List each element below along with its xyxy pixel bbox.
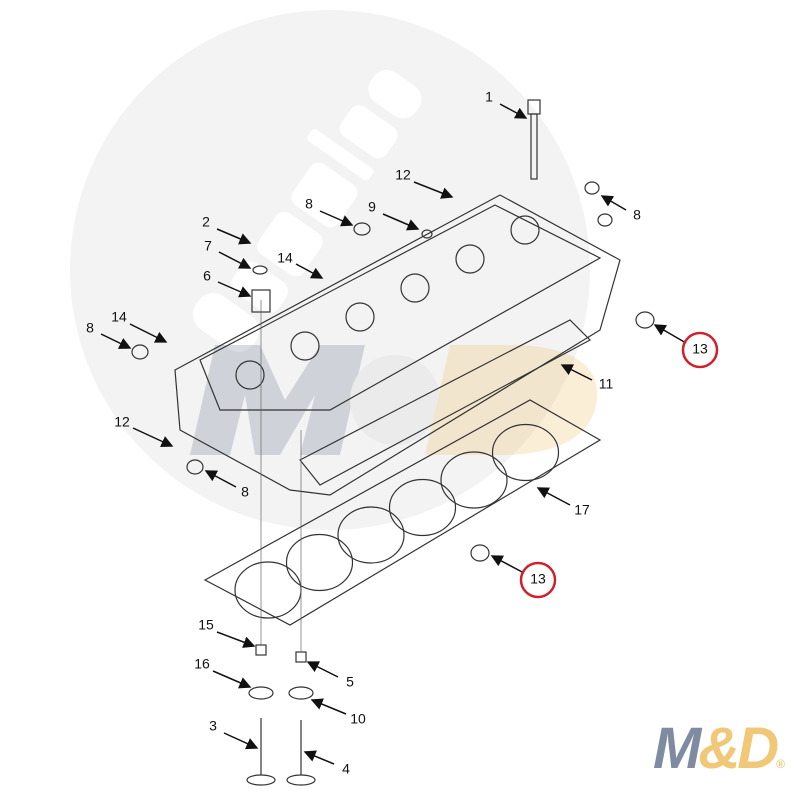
callout-14: 14 — [111, 309, 168, 343]
cylinder-head — [174, 194, 621, 496]
callout-label: 3 — [209, 718, 217, 734]
callout-11: 11 — [560, 364, 614, 392]
callout-13: 13 — [653, 324, 719, 369]
callout-label: 8 — [633, 207, 641, 223]
leader-arrow — [536, 487, 571, 506]
leader-arrow — [653, 324, 687, 344]
leader-arrow — [303, 750, 335, 765]
cylinder-bore — [337, 506, 405, 564]
leader-arrow — [132, 427, 174, 448]
leader-arrow — [217, 281, 252, 298]
cylinder-bore — [440, 451, 508, 509]
callout-7: 7 — [204, 238, 252, 269]
callout-15: 15 — [198, 617, 256, 648]
head-bolt — [527, 99, 541, 180]
cylinder-bore — [285, 533, 354, 592]
callout-label: 12 — [395, 167, 411, 183]
head-gasket — [203, 399, 602, 626]
callout-label: 8 — [86, 320, 94, 336]
leader-arrow — [382, 213, 420, 231]
callout-label: 12 — [114, 414, 130, 430]
callout-14: 14 — [277, 250, 324, 279]
registered-mark: ® — [776, 757, 785, 771]
valve-pocket — [455, 244, 485, 274]
leader-arrow — [600, 195, 627, 211]
callout-8: 8 — [600, 195, 641, 223]
callout-labels: 1 12 8 9 8 2 7 14 6 14 8 13 11 12 8 17 13 15 5 16 10 3 4 — [86, 89, 719, 777]
valve-pocket — [510, 215, 540, 245]
callout-1: 1 — [485, 89, 528, 119]
callout-6: 6 — [203, 268, 252, 298]
callout-12: 12 — [395, 167, 454, 199]
callout-label: 17 — [574, 502, 590, 518]
cylinder-bore — [388, 478, 457, 537]
callout-label: 7 — [204, 238, 212, 254]
callout-label: 15 — [198, 617, 214, 633]
leader-arrow — [223, 732, 259, 750]
cummins-watermark — [70, 10, 590, 530]
cylinder-bore — [234, 561, 302, 619]
leader-arrow — [310, 698, 347, 715]
valve-pocket — [345, 302, 375, 332]
leader-arrow — [212, 670, 252, 689]
callout-3: 3 — [209, 718, 259, 750]
callout-label: 13 — [692, 341, 708, 357]
leader-arrow — [560, 364, 593, 381]
leader-arrow — [216, 228, 252, 245]
callout-label: 2 — [202, 214, 210, 230]
callout-label: 8 — [305, 196, 313, 212]
leader-arrow — [490, 555, 525, 574]
callout-13: 13 — [490, 555, 557, 599]
leader-arrow — [100, 333, 132, 349]
callout-4: 4 — [303, 750, 350, 777]
callout-label: 10 — [350, 711, 366, 727]
callout-8: 8 — [305, 196, 354, 227]
valve-pocket — [235, 360, 265, 390]
highlight-circle — [681, 331, 719, 369]
callout-5: 5 — [306, 661, 354, 690]
callout-label: 5 — [346, 674, 354, 690]
callout-8: 8 — [86, 320, 132, 349]
callout-label: 4 — [342, 761, 350, 777]
leader-arrow — [413, 181, 454, 199]
callout-9: 9 — [368, 199, 420, 231]
callout-12: 12 — [114, 414, 174, 448]
leader-arrow — [499, 103, 528, 119]
leader-arrow — [216, 631, 256, 648]
callout-label: 8 — [241, 484, 249, 500]
cylinder-bore — [491, 423, 560, 482]
callout-label: 13 — [530, 571, 546, 587]
cummins-lettering-shape — [192, 69, 422, 352]
callout-label: 11 — [599, 376, 614, 392]
leader-arrow — [319, 210, 354, 227]
leader-arrow — [295, 263, 324, 279]
callout-label: 14 — [111, 309, 127, 325]
highlight-circle — [519, 561, 557, 599]
leader-arrow — [129, 323, 168, 343]
small-parts — [131, 181, 655, 786]
leader-arrow — [204, 470, 237, 488]
callout-10: 10 — [310, 698, 366, 727]
callout-label: 14 — [277, 250, 293, 266]
callout-label: 16 — [194, 656, 210, 672]
leader-arrow — [218, 251, 252, 269]
callout-17: 17 — [536, 487, 590, 518]
callout-8: 8 — [204, 470, 249, 500]
callout-label: 6 — [203, 268, 211, 284]
callout-label: 9 — [368, 199, 376, 215]
callout-2: 2 — [202, 214, 252, 245]
valve-pocket — [290, 331, 320, 361]
callout-16: 16 — [194, 656, 252, 689]
md-logo: M&D® — [653, 716, 785, 781]
callout-label: 1 — [485, 89, 493, 105]
valve-pocket — [400, 273, 430, 303]
leader-arrow — [306, 661, 339, 678]
